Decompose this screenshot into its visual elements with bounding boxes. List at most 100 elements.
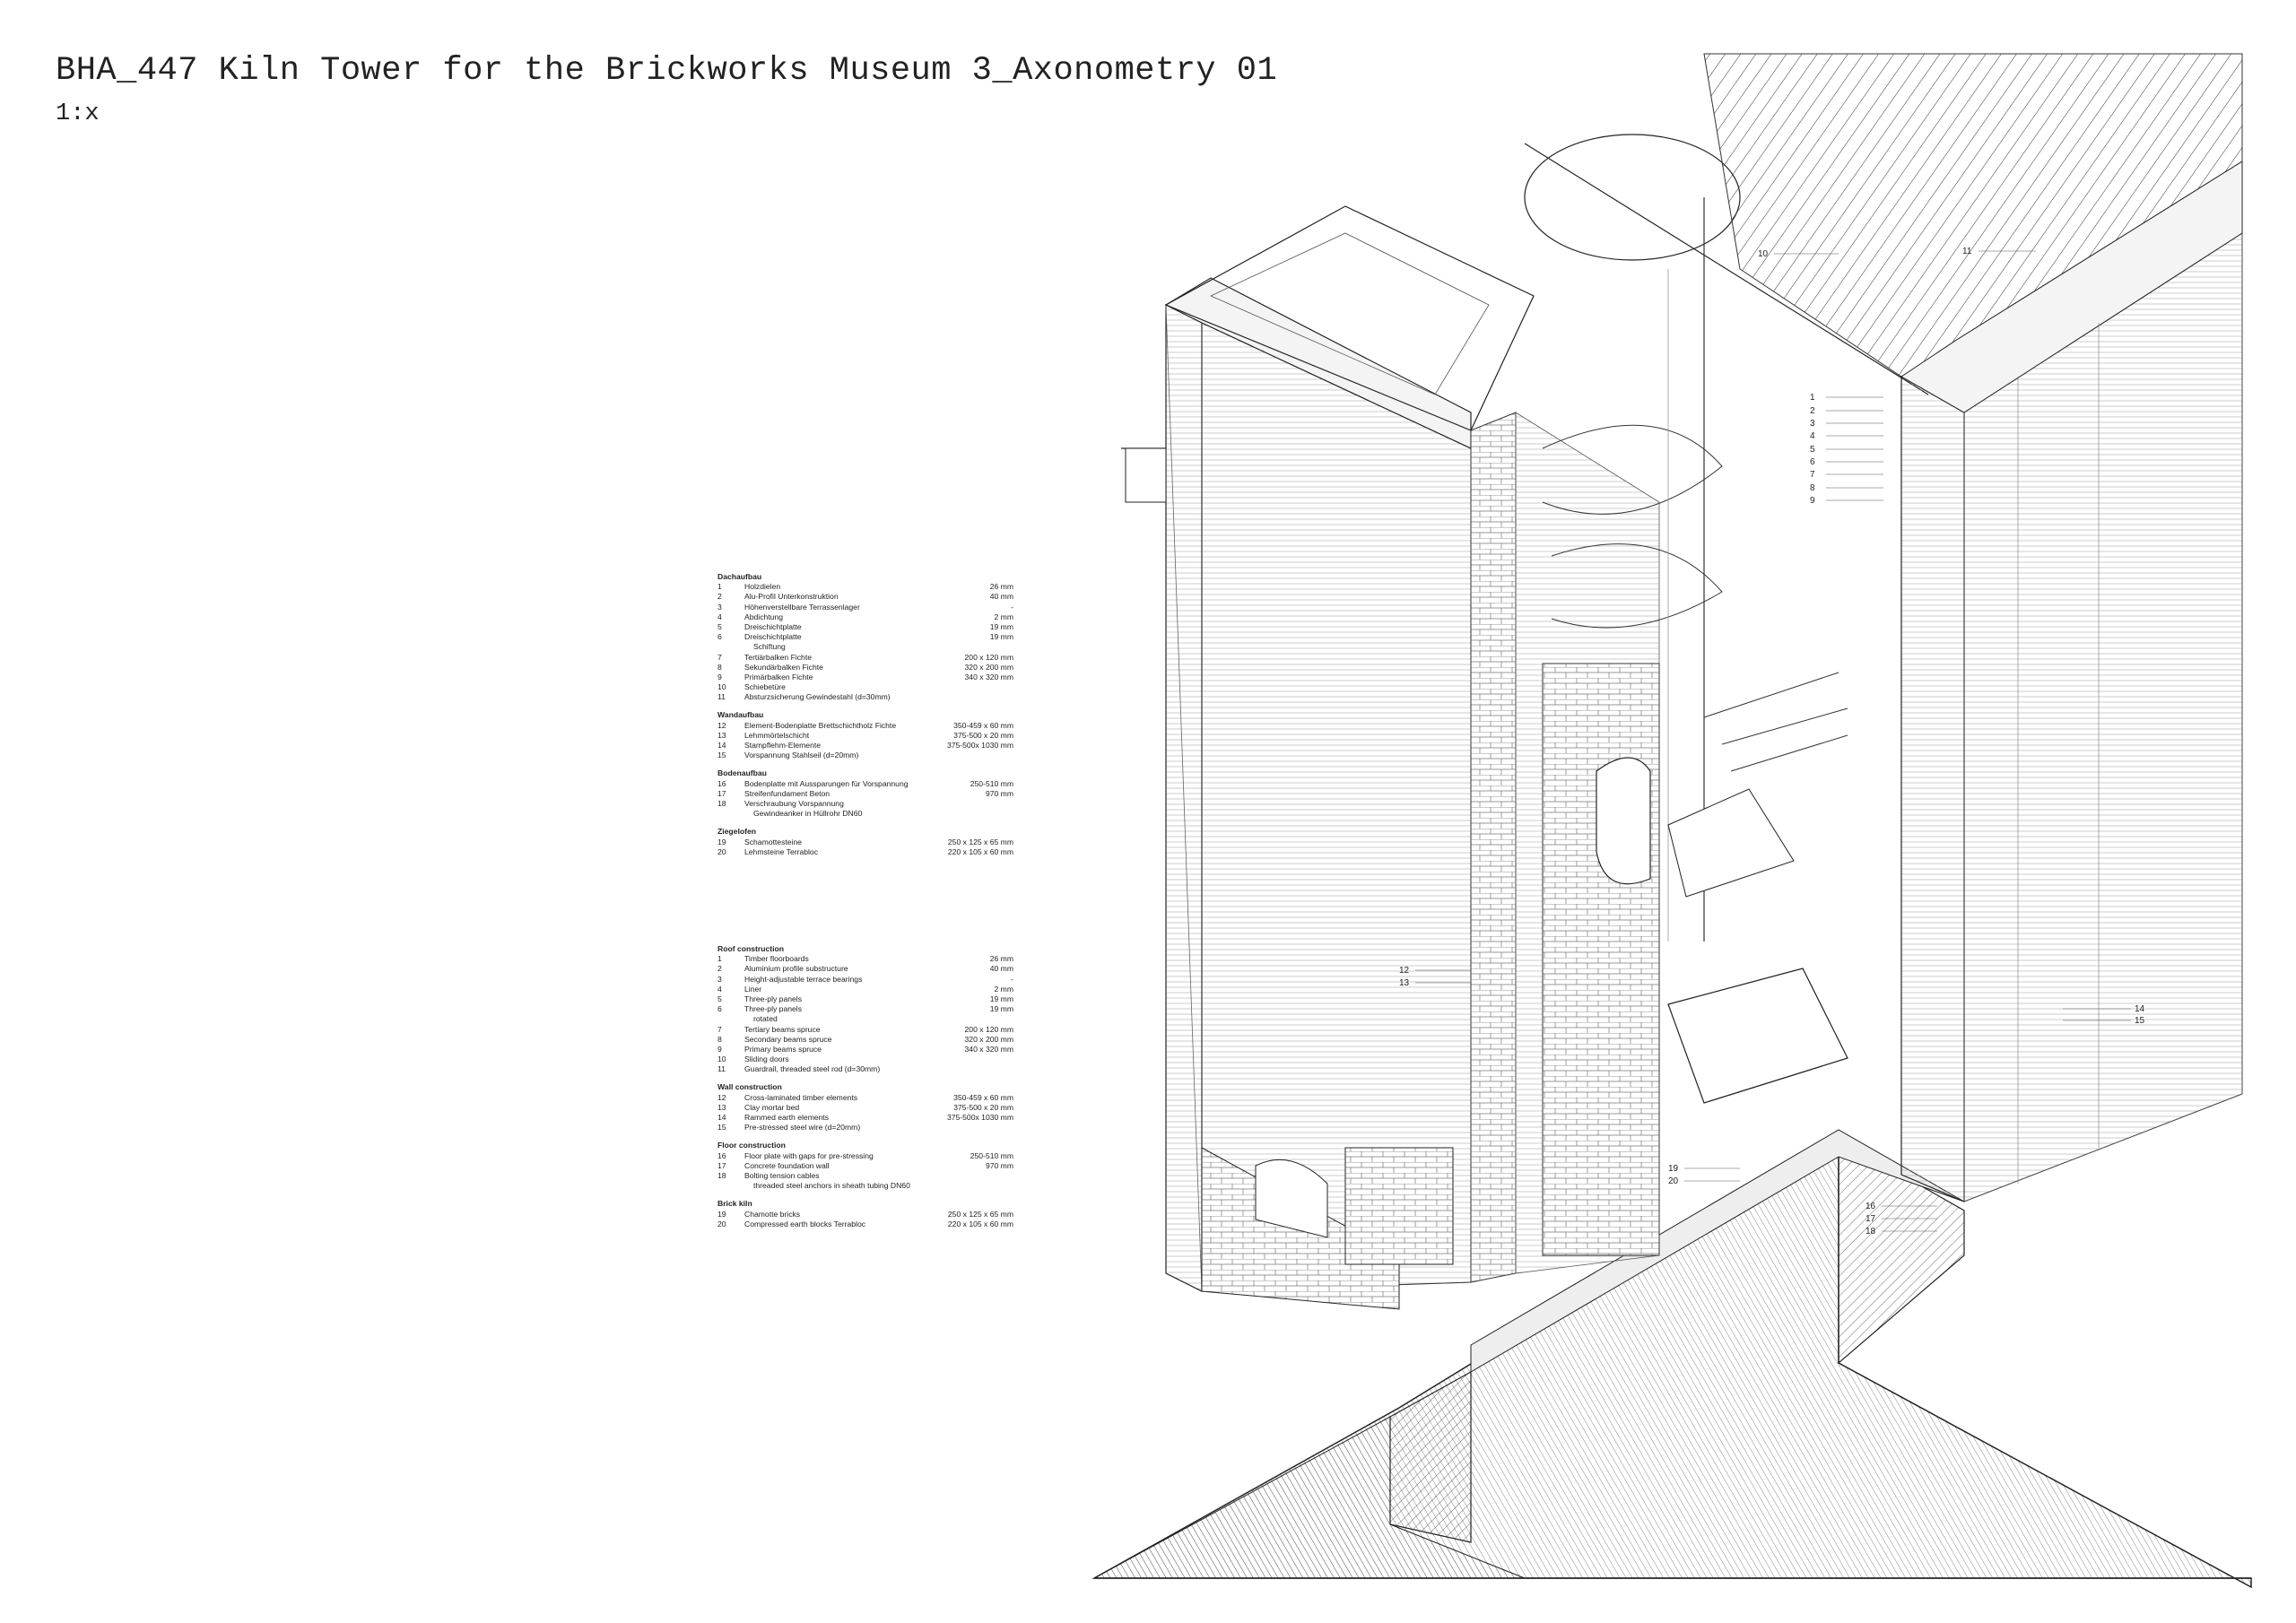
legend-text: Secondary beams spruce	[744, 1034, 832, 1044]
left-tower-top	[1121, 205, 1535, 503]
legend-number: 16	[718, 1150, 726, 1160]
legend-value: 320 x 200 mm	[964, 1034, 1013, 1044]
legend-text: threaded steel anchors in sheath tubing …	[753, 1181, 910, 1191]
legend-value: 350-459 x 60 mm	[953, 1092, 1013, 1102]
callout-number: 10	[1758, 249, 1769, 259]
legend-value: 250 x 125 x 65 mm	[947, 837, 1013, 846]
legend-value: 19 mm	[989, 1004, 1013, 1014]
callout-number: 6	[1810, 457, 1815, 467]
legend-number: 12	[718, 720, 726, 730]
legend-row: Gewindeanker in Hüllrohr DN60	[718, 809, 1013, 819]
legend-text: Absturzsicherung Gewindestahl (d=30mm)	[744, 692, 891, 702]
legend-text: Floor plate with gaps for pre-stressing	[744, 1150, 874, 1160]
legend-number: 4	[718, 984, 722, 994]
legend-text: Bolting tension cables	[744, 1170, 820, 1180]
legend-heading: Roof construction	[718, 944, 784, 953]
brick-kiln	[1201, 757, 1651, 1310]
legend-number: 18	[718, 798, 726, 808]
legend-number: 19	[718, 1209, 726, 1219]
legend-number: 4	[718, 612, 722, 621]
legend-value: 200 x 120 mm	[964, 652, 1013, 662]
drawing-scale: 1:x	[56, 100, 100, 127]
legend-value: -	[1011, 602, 1013, 612]
foundation	[1389, 1129, 1965, 1543]
legend-text: Alu-Profil Unterkonstruktion	[744, 592, 839, 602]
legend-number: 15	[718, 751, 726, 760]
right-wall-column	[1900, 161, 2243, 1202]
legend-value: 250-510 mm	[970, 1150, 1013, 1160]
legend-number: 9	[718, 672, 722, 681]
callout-number: 7	[1810, 470, 1815, 480]
legend-number: 2	[718, 964, 722, 974]
legend-row: 15 Vorspannung Stahlseil (d=20mm)	[718, 751, 1013, 760]
legend-value: 19 mm	[989, 632, 1013, 642]
legend-text: Vorspannung Stahlseil (d=20mm)	[744, 751, 859, 760]
legend-row: threaded steel anchors in sheath tubing …	[718, 1181, 1013, 1191]
legend-row: 9 Primärbalken Fichte 340 x 320 mm	[718, 673, 1013, 682]
legend-value: 26 mm	[989, 954, 1013, 964]
legend-text: Concrete foundation wall	[744, 1160, 830, 1170]
callout-number: 5	[1810, 445, 1815, 455]
legend-row: 18 Verschraubung Vorspannung	[718, 799, 1013, 809]
legend-number: 17	[718, 1160, 726, 1170]
legend-text: Verschraubung Vorspannung	[744, 798, 844, 808]
legend-text: Tertiärbalken Fichte	[744, 652, 812, 662]
legend-text: Rammed earth elements	[744, 1113, 830, 1123]
legend-value: 350-459 x 60 mm	[953, 720, 1013, 730]
legend-value: 220 x 105 x 60 mm	[947, 846, 1013, 856]
legend-value: 340 x 320 mm	[964, 672, 1013, 681]
legend-heading: Wall construction	[718, 1082, 782, 1092]
callout-number: 8	[1810, 483, 1815, 493]
legend-number: 5	[718, 994, 722, 1003]
legend-number: 8	[718, 662, 722, 672]
callout-number: 3	[1810, 419, 1815, 429]
legend-row: Schiftung	[718, 642, 1013, 652]
legend-number: 18	[718, 1170, 726, 1180]
callout-number: 13	[1399, 978, 1410, 988]
legend-value: 970 mm	[985, 1160, 1013, 1170]
legend-number: 12	[718, 1092, 726, 1102]
legend-row: 18 Bolting tension cables	[718, 1171, 1013, 1181]
callout-number: 14	[2135, 1004, 2145, 1014]
callout-number: 2	[1810, 406, 1815, 416]
legend-value: 250-510 mm	[970, 778, 1013, 788]
legend-number: 2	[718, 592, 722, 602]
legend-text: Primärbalken Fichte	[744, 672, 813, 681]
legend-text: Holzdielen	[744, 582, 781, 592]
legend-text: Schiftung	[753, 642, 786, 652]
legend-text: Dreischichtplatte	[744, 621, 802, 631]
callout-number: 12	[1399, 966, 1410, 976]
legend-number: 19	[718, 837, 726, 846]
legend-number: 5	[718, 621, 722, 631]
legend-value: 250 x 125 x 65 mm	[947, 1209, 1013, 1219]
legend-number: 16	[718, 778, 726, 788]
legend-value: 320 x 200 mm	[964, 662, 1013, 672]
callout-number: 9	[1810, 496, 1815, 506]
legend-text: Höhenverstellbare Terrassenlager	[744, 602, 860, 612]
callout-number: 17	[1866, 1214, 1876, 1224]
legend-number: 7	[718, 1024, 722, 1034]
legend-text: Liner	[744, 984, 762, 994]
